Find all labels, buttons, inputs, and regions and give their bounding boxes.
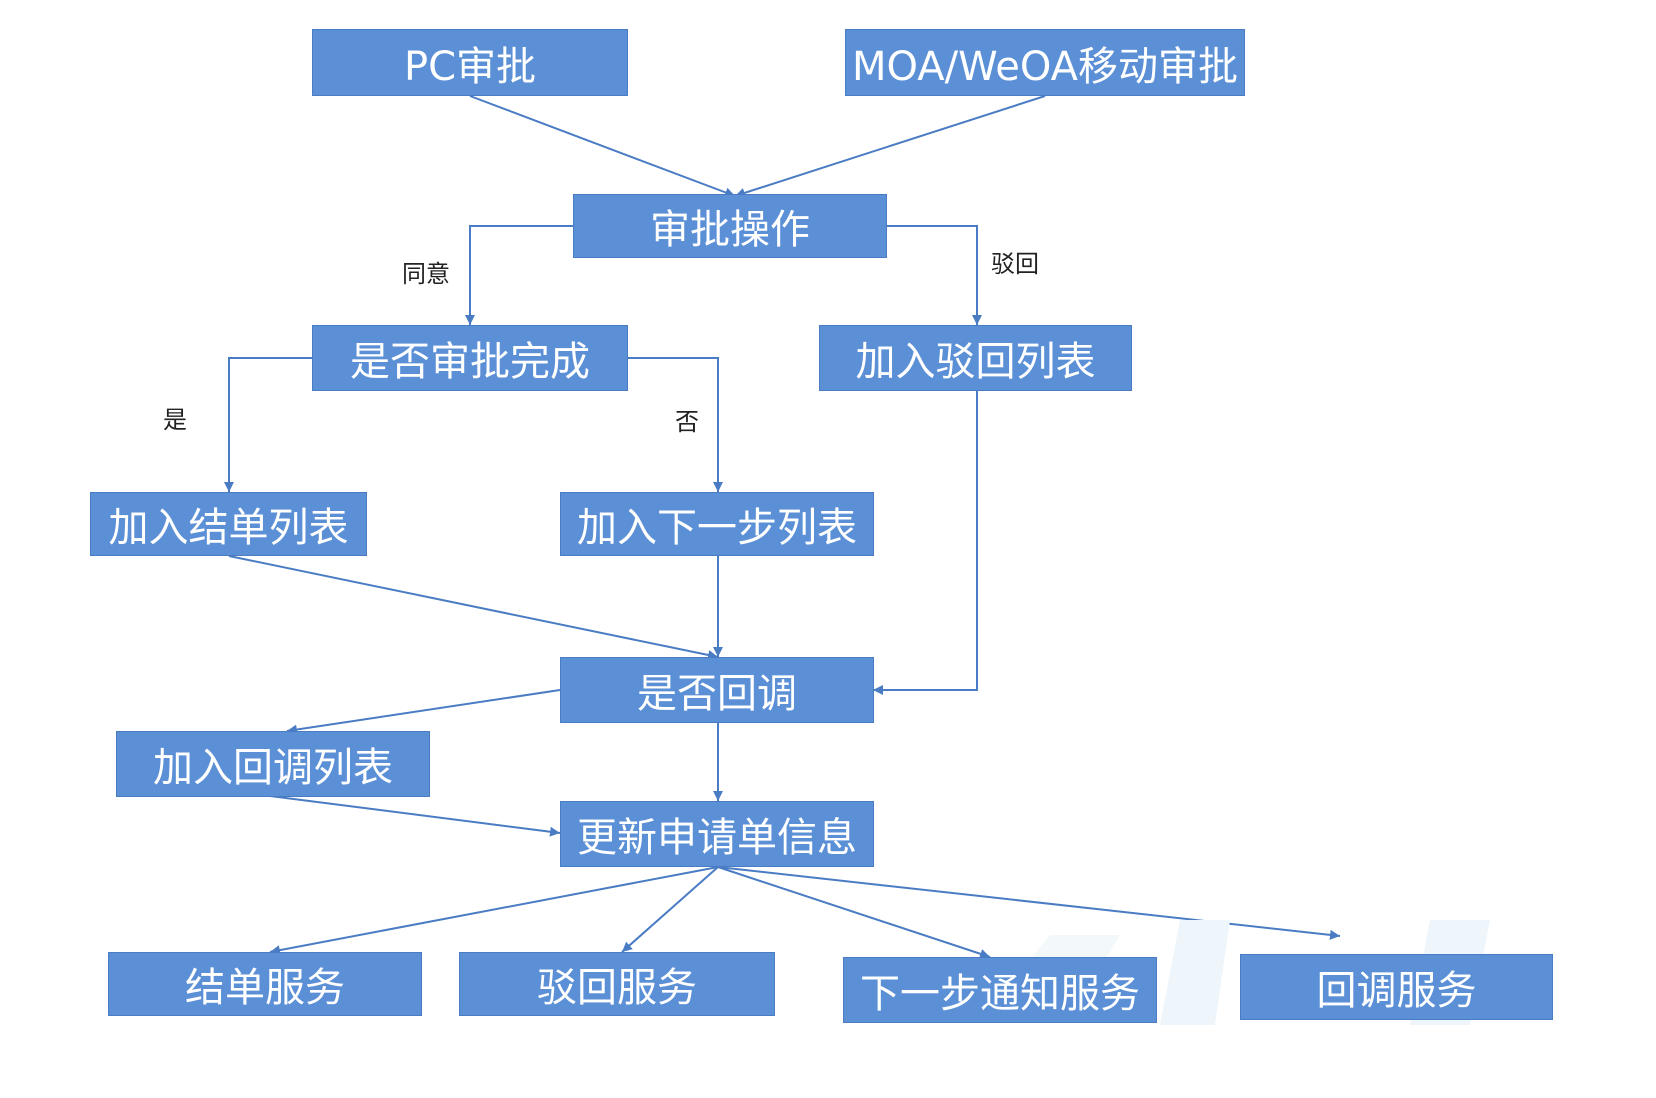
edge-label-reject: 驳回 [991,250,1039,278]
edge-op-reject [887,225,982,325]
node-add-reject-list: 加入驳回列表 [819,325,1132,391]
edge-close-to-callback [228,555,719,660]
edge-moa-to-op [734,95,1046,198]
node-callback-service: 回调服务 [1240,954,1553,1020]
node-moa-approval: MOA/WeOA移动审批 [845,29,1245,96]
edge-update-to-close-service [269,866,719,956]
node-approval-op: 审批操作 [573,194,887,258]
node-is-done: 是否审批完成 [312,325,628,391]
edge-label-agree: 同意 [402,260,450,288]
edge-pc-to-op [469,95,736,198]
edge-label-no: 否 [675,408,699,436]
edge-op-agree [465,225,575,325]
edge-callback-to-list [286,689,561,735]
node-reject-service: 驳回服务 [459,952,775,1016]
edge-update-to-next-service [717,866,991,959]
edge-done-no [627,357,723,492]
node-next-notify-service: 下一步通知服务 [843,957,1157,1023]
node-update-info: 更新申请单信息 [560,801,874,867]
edge-update-to-reject-service [621,866,719,953]
node-add-callback-list: 加入回调列表 [116,731,430,797]
node-add-close-list: 加入结单列表 [90,492,367,556]
edge-label-yes: 是 [163,406,187,434]
edge-list-to-update [269,795,561,837]
node-close-service: 结单服务 [108,952,422,1016]
edge-update-to-callback-service [717,866,1341,940]
node-is-callback: 是否回调 [560,657,874,723]
node-add-next-list: 加入下一步列表 [560,492,874,556]
node-pc-approval: PC审批 [312,29,628,96]
edge-reject-to-callback [873,391,978,695]
edge-done-yes [224,357,313,492]
